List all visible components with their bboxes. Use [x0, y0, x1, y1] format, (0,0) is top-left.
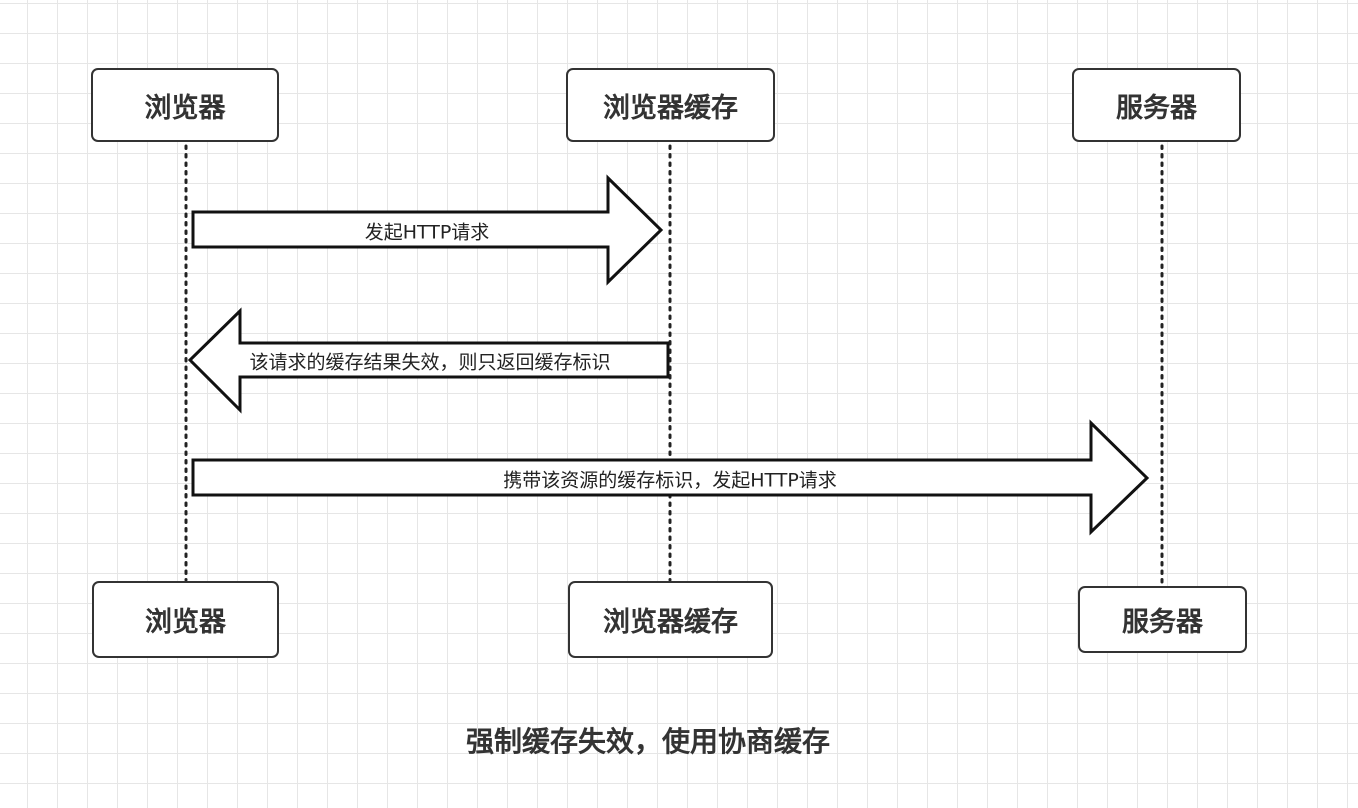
message-label-1: 发起HTTP请求	[364, 221, 490, 244]
message-label-3: 携带该资源的缓存标识，发起HTTP请求	[503, 469, 837, 492]
participant-cache-bottom: 浏览器缓存	[568, 581, 773, 658]
participant-server-bottom: 服务器	[1078, 586, 1247, 653]
participant-browser-bottom: 浏览器	[92, 581, 279, 658]
participant-server-top: 服务器	[1072, 68, 1241, 142]
participant-cache-top: 浏览器缓存	[566, 68, 775, 142]
arrow-request-to-cache	[191, 174, 664, 286]
message-label-2: 该请求的缓存结果失效，则只返回缓存标识	[249, 347, 611, 375]
diagram-caption: 强制缓存失效，使用协商缓存	[465, 725, 831, 758]
participant-browser-top: 浏览器	[91, 68, 279, 142]
arrow-request-to-server	[191, 419, 1150, 536]
